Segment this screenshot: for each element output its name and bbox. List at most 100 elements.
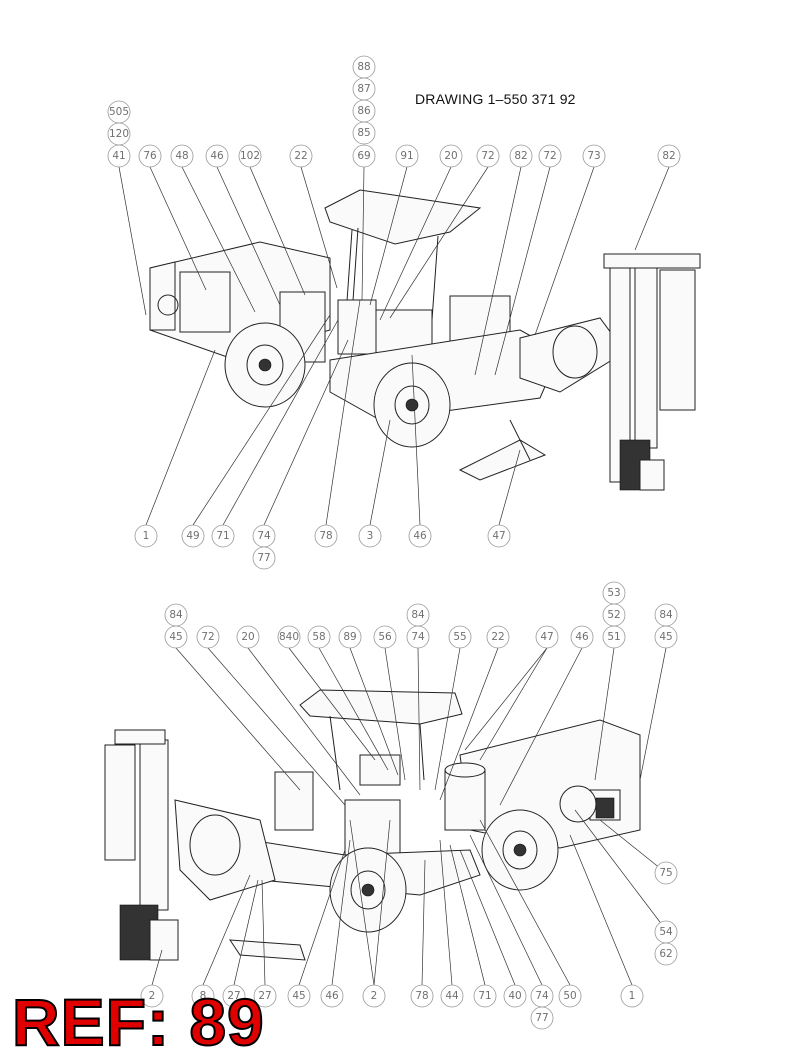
top-machine-illustration [149,189,701,491]
leader-lines [118,166,670,986]
callout-bubble: 69 [352,144,376,168]
callout-bubble: 56 [373,625,397,649]
svg-text:840: 840 [279,631,299,643]
svg-text:44: 44 [445,990,459,1002]
svg-text:53: 53 [607,587,620,599]
callout-bubble: 55 [448,625,472,649]
svg-text:71: 71 [216,530,229,542]
svg-text:84: 84 [169,609,183,621]
svg-text:91: 91 [400,150,413,162]
svg-text:76: 76 [143,150,157,162]
callout-bubble: 2 [362,984,386,1008]
svg-text:22: 22 [294,150,307,162]
svg-text:20: 20 [444,150,457,162]
svg-text:2: 2 [149,990,156,1002]
callout-bubble: 45 [654,625,678,649]
callout-bubble: 73 [582,144,606,168]
svg-text:72: 72 [201,631,214,643]
callout-bubble: 8 [191,984,215,1008]
svg-text:40: 40 [508,990,521,1002]
svg-text:52: 52 [607,609,620,621]
svg-text:89: 89 [343,631,356,643]
svg-text:56: 56 [378,631,392,643]
callout-bubble: 53 [602,581,626,605]
svg-text:46: 46 [325,990,339,1002]
svg-text:45: 45 [169,631,182,643]
callout-bubble: 82 [657,144,681,168]
callout-bubble: 76 [138,144,162,168]
callout-bubble: 48 [170,144,194,168]
callout-bubble: 46 [570,625,594,649]
svg-text:77: 77 [257,552,270,564]
callout-bubble: 51 [602,625,626,649]
svg-text:74: 74 [257,530,271,542]
svg-text:27: 27 [227,990,240,1002]
svg-text:74: 74 [411,631,425,643]
svg-text:50: 50 [563,990,576,1002]
svg-text:20: 20 [241,631,254,643]
bottom-callouts: 84 45 72 20 840 58 89 56 84 74 55 22 47 … [140,581,678,1030]
callout-bubble: 46 [408,524,432,548]
svg-text:88: 88 [357,61,370,73]
svg-text:73: 73 [587,150,600,162]
svg-text:120: 120 [109,128,129,140]
svg-text:62: 62 [659,948,672,960]
svg-text:77: 77 [535,1012,548,1024]
callout-bubble: 74 [530,984,554,1008]
callout-bubble: 2 [140,984,164,1008]
svg-text:3: 3 [367,530,374,542]
svg-text:51: 51 [607,631,620,643]
svg-text:72: 72 [543,150,556,162]
callout-bubble: 120 [107,122,131,146]
callout-bubble: 20 [236,625,260,649]
reference-label: REF: 89 [11,984,265,1060]
svg-text:87: 87 [357,83,370,95]
callout-bubble: 78 [314,524,338,548]
callout-bubble: 77 [252,546,276,570]
svg-text:82: 82 [662,150,675,162]
callout-bubble: 62 [654,942,678,966]
callout-bubble: 72 [476,144,500,168]
callout-bubble: 86 [352,99,376,123]
callout-bubble: 54 [654,920,678,944]
svg-text:85: 85 [357,127,370,139]
svg-text:84: 84 [659,609,673,621]
callout-bubble: 840 [277,625,301,649]
callout-bubble: 49 [181,524,205,548]
svg-text:49: 49 [186,530,199,542]
callout-bubble: 27 [222,984,246,1008]
svg-text:45: 45 [292,990,305,1002]
svg-text:46: 46 [210,150,224,162]
callout-bubble: 47 [535,625,559,649]
svg-text:1: 1 [629,990,636,1002]
callout-bubble: 3 [358,524,382,548]
svg-text:75: 75 [659,867,672,879]
svg-text:58: 58 [312,631,325,643]
callout-bubble: 84 [164,603,188,627]
svg-text:8: 8 [200,990,207,1002]
svg-text:54: 54 [659,926,673,938]
callout-bubble: 71 [211,524,235,548]
callout-bubble: 91 [395,144,419,168]
callout-bubble: 74 [252,524,276,548]
callout-bubble: 102 [238,144,262,168]
callout-bubble: 45 [164,625,188,649]
top-callouts: 505 120 41 76 48 46 102 22 88 87 86 85 6… [107,55,681,570]
svg-text:48: 48 [175,150,188,162]
callout-bubble: 22 [486,625,510,649]
drawing-title: DRAWING 1–550 371 92 [415,91,576,107]
callout-bubble: 82 [509,144,533,168]
svg-text:41: 41 [112,150,125,162]
svg-text:69: 69 [357,150,370,162]
callout-bubble: 1 [134,524,158,548]
callout-bubble: 22 [289,144,313,168]
callout-bubble: 75 [654,861,678,885]
callout-bubble: 46 [205,144,229,168]
svg-text:47: 47 [540,631,553,643]
callout-bubble: 58 [307,625,331,649]
callout-bubble: 84 [406,603,430,627]
callout-bubble: 52 [602,603,626,627]
callout-bubble: 84 [654,603,678,627]
svg-text:72: 72 [481,150,494,162]
